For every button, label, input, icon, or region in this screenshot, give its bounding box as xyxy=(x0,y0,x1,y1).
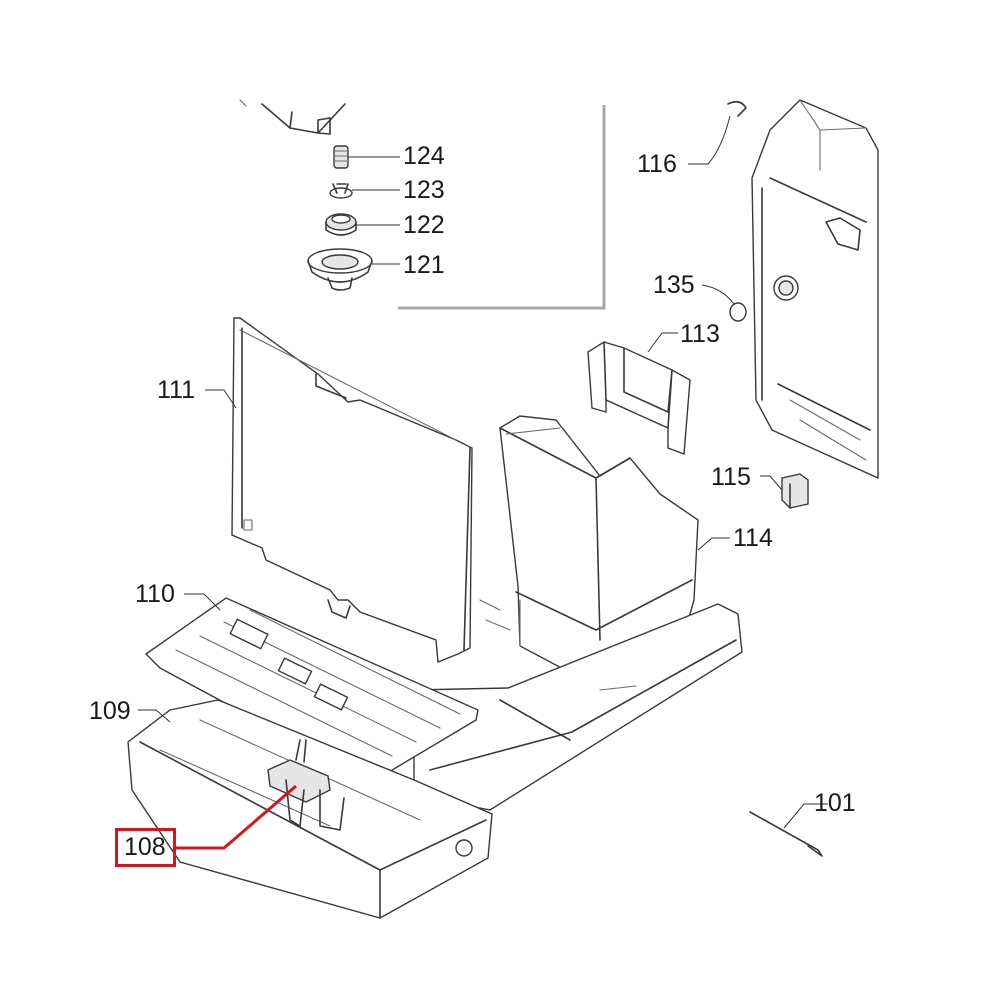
leader-113 xyxy=(647,332,678,353)
callout-121: 121 xyxy=(403,251,445,279)
part-122-seal xyxy=(325,213,357,236)
part-135-o-ring xyxy=(729,302,747,322)
callout-122: 122 xyxy=(403,211,445,239)
callout-110: 110 xyxy=(135,580,175,608)
part-113-bracket xyxy=(587,341,691,455)
callout-113: 113 xyxy=(680,320,720,348)
callout-109: 109 xyxy=(89,697,131,725)
leader-109 xyxy=(138,709,171,723)
callout-101: 101 xyxy=(814,789,856,817)
callout-123: 123 xyxy=(403,176,445,204)
part-114-container xyxy=(499,415,699,681)
part-110-grille xyxy=(144,597,479,783)
leader-110 xyxy=(184,593,221,611)
leader-111 xyxy=(205,389,237,409)
callout-116: 116 xyxy=(637,150,677,178)
leader-115 xyxy=(760,475,783,491)
part-116-housing xyxy=(727,99,879,480)
callout-114: 114 xyxy=(733,524,773,552)
inset-frame xyxy=(398,105,606,310)
part-111-panel xyxy=(231,317,473,663)
callout-115: 115 xyxy=(711,463,751,491)
leader-108 xyxy=(176,784,297,850)
part-124-spring xyxy=(333,145,349,169)
leader-114 xyxy=(697,537,730,551)
callout-135: 135 xyxy=(653,271,695,299)
part-121-valve-body xyxy=(307,248,373,291)
leader-116 xyxy=(688,115,731,165)
part-123-valve-pin xyxy=(329,183,353,199)
part-115-clip xyxy=(781,473,809,509)
part-108-float xyxy=(267,739,345,831)
upper-housing-fragment xyxy=(239,99,346,135)
callout-124: 124 xyxy=(403,142,445,170)
callout-111: 111 xyxy=(157,376,196,404)
leader-101 xyxy=(783,803,828,829)
leader-135 xyxy=(701,284,735,305)
callout-108-highlighted: 108 xyxy=(115,828,176,867)
part-101-pin xyxy=(749,811,823,857)
